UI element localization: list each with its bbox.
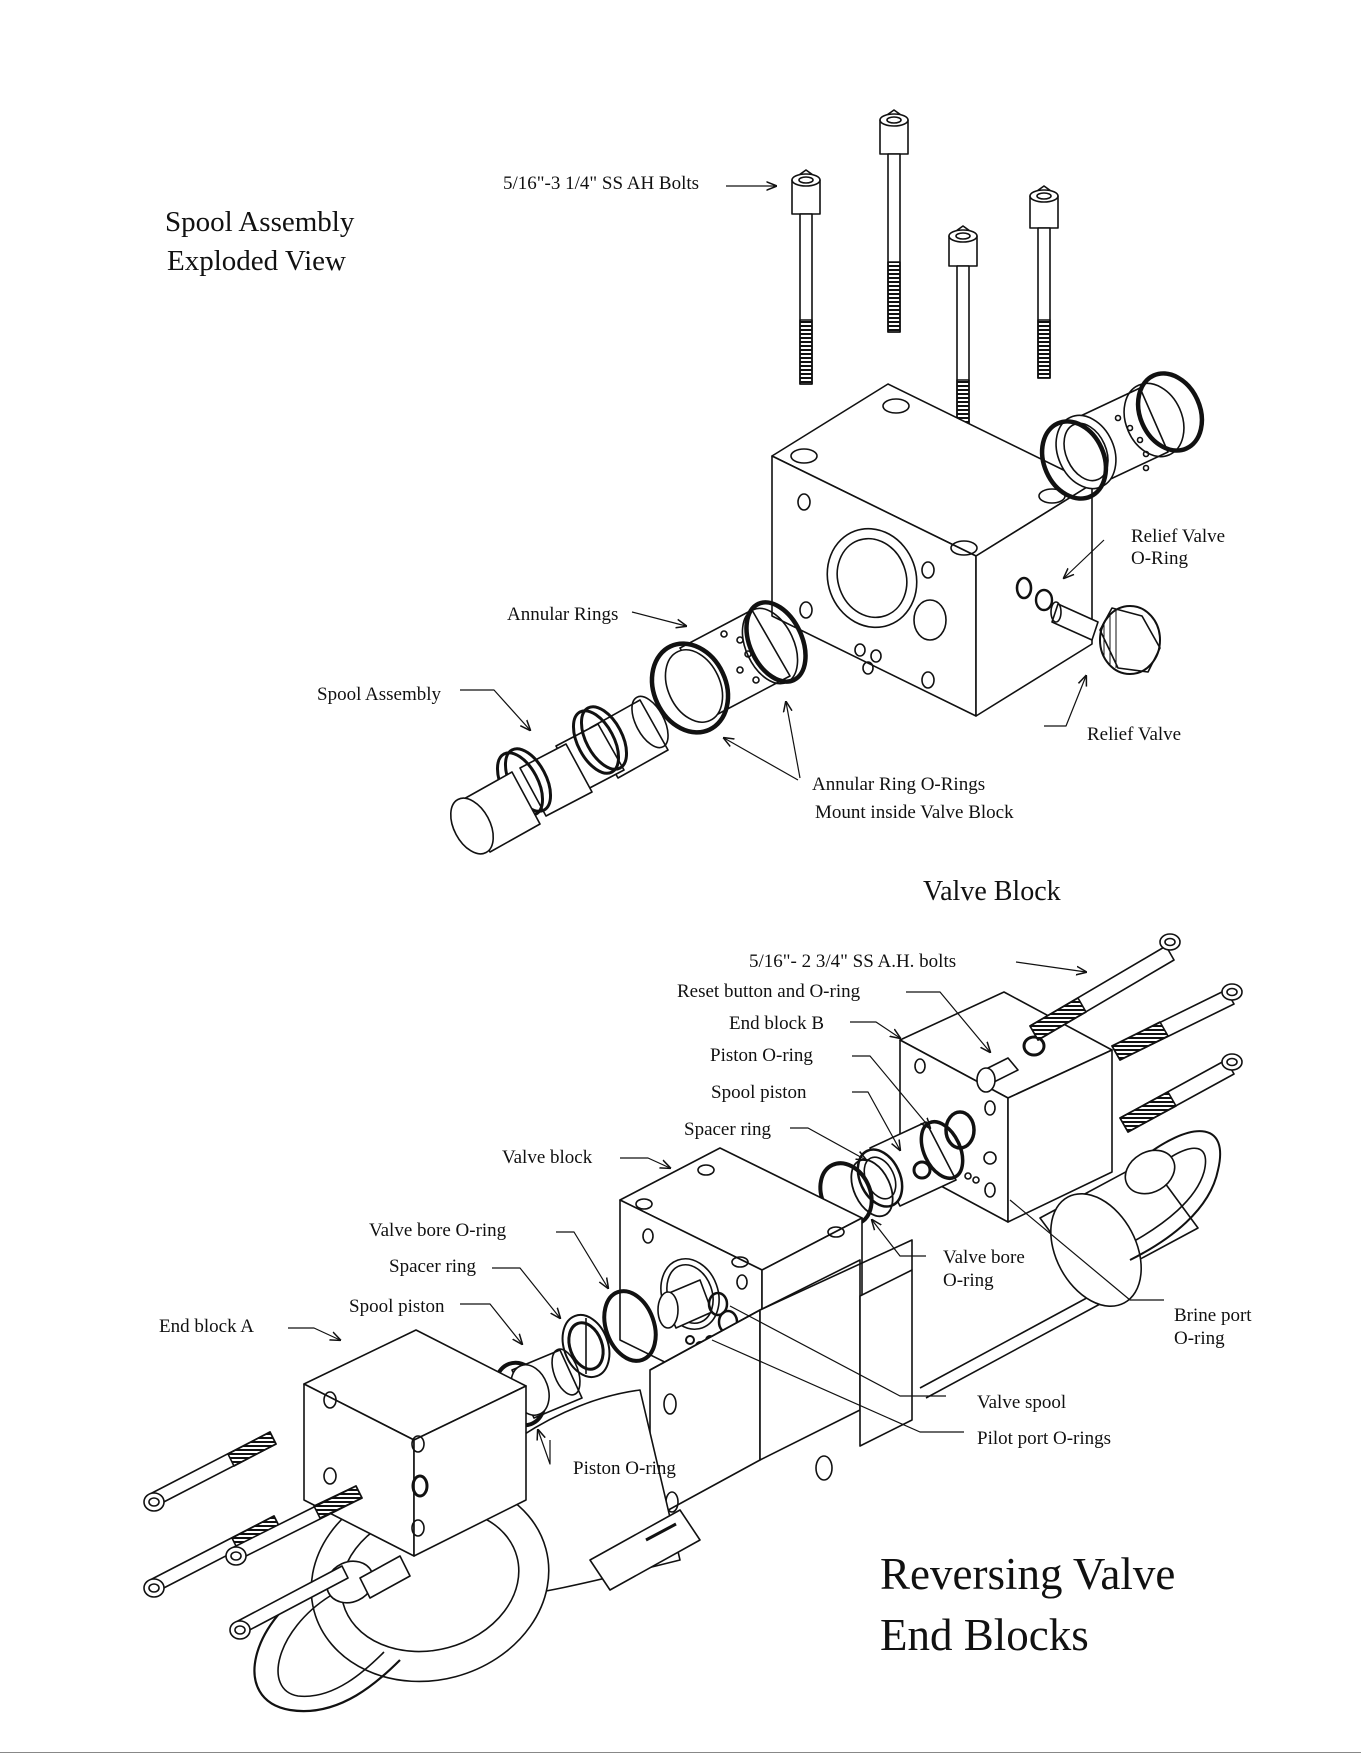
top-title-line1: Spool Assembly — [165, 206, 355, 238]
bolt — [143, 1515, 281, 1598]
label-reset-button: Reset button and O-ring — [677, 981, 861, 1002]
bolt — [229, 1565, 349, 1640]
bottom-title-line1: Reversing Valve — [880, 1549, 1176, 1599]
label-spacer-ring-upper: Spacer ring — [684, 1119, 772, 1140]
bottom-title-line2: End Blocks — [880, 1610, 1089, 1660]
label-bolts-top: 5/16"-3 1/4" SS AH Bolts — [503, 173, 700, 194]
label-spool-assembly: Spool Assembly — [317, 684, 442, 705]
bolt — [1111, 983, 1243, 1061]
cylinder-body-lower — [253, 1239, 913, 1713]
leader-lines-bottom — [288, 961, 1164, 1465]
bolt — [143, 1431, 277, 1512]
label-relief-valve-oring-1: Relief Valve — [1131, 526, 1226, 547]
label-bolts-bottom: 5/16"- 2 3/4" SS A.H. bolts — [749, 951, 957, 972]
valve-block-top — [771, 383, 1093, 717]
bolt — [1029, 185, 1059, 379]
relief-valve — [1050, 601, 1161, 675]
label-spool-piston-upper: Spool piston — [711, 1082, 807, 1103]
label-piston-oring-lower: Piston O-ring — [573, 1458, 676, 1479]
label-end-block-b: End block B — [729, 1013, 824, 1034]
top-title-line2: Exploded View — [167, 245, 346, 277]
bolt-set-bottom-right — [1029, 933, 1243, 1133]
page-bottom-rule — [0, 1752, 1361, 1753]
label-pilot-port-orings: Pilot port O-rings — [977, 1428, 1112, 1449]
bolt — [791, 169, 821, 385]
label-relief-valve-oring-2: O-Ring — [1131, 548, 1188, 569]
cylinder-body-upper — [1039, 1130, 1221, 1308]
label-annular-rings: Annular Rings — [507, 604, 619, 625]
annular-ring — [649, 600, 808, 735]
leader-lines-top — [460, 186, 1105, 781]
label-piston-oring-upper: Piston O-ring — [710, 1045, 813, 1066]
bolt — [1029, 933, 1181, 1041]
label-valve-block: Valve block — [502, 1147, 593, 1168]
label-brine-port-1: Brine port — [1174, 1305, 1252, 1326]
label-valve-bore-oring-right-1: Valve bore — [943, 1247, 1025, 1268]
label-end-block-a: End block A — [159, 1316, 254, 1337]
label-valve-bore-oring-right-2: O-ring — [943, 1270, 994, 1291]
label-valve-spool: Valve spool — [977, 1392, 1067, 1413]
relief-annular-ring — [1039, 371, 1205, 501]
label-spacer-ring-lower: Spacer ring — [389, 1256, 477, 1277]
label-annular-ring-orings-1: Annular Ring O-Rings — [812, 774, 986, 795]
bolt — [879, 109, 909, 333]
caption-valve-block: Valve Block — [923, 876, 1061, 907]
label-relief-valve: Relief Valve — [1087, 724, 1182, 745]
label-spool-piston-lower: Spool piston — [349, 1296, 445, 1317]
spool-assembly-part — [449, 695, 669, 855]
bolt-set-bottom-left — [143, 1431, 363, 1640]
bolt — [225, 1485, 363, 1566]
label-valve-bore-oring-left: Valve bore O-ring — [369, 1220, 507, 1241]
bolt — [1119, 1053, 1243, 1133]
spool-piston-lower — [492, 1289, 658, 1428]
label-annular-ring-orings-2: Mount inside Valve Block — [815, 802, 1014, 823]
label-brine-port-2: O-ring — [1174, 1328, 1225, 1349]
